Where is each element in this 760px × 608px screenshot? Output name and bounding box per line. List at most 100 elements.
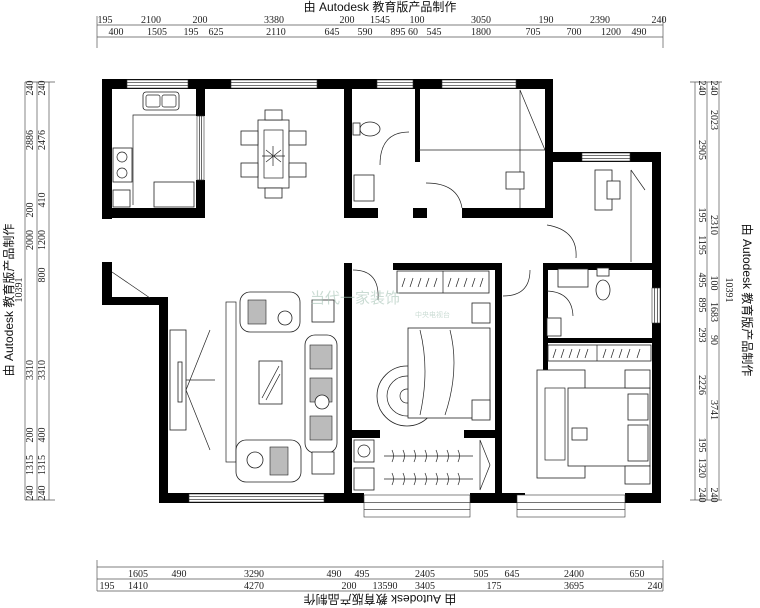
living-room <box>111 271 338 483</box>
wall <box>413 208 427 218</box>
dimension-label: 2226 <box>696 375 707 395</box>
dimension-label: 240 <box>37 486 48 501</box>
dimension-label: 490 <box>172 569 187 580</box>
dimension-label: 200 <box>25 428 36 443</box>
dimension-label: 650 <box>630 569 645 580</box>
dimension-label: 505 <box>474 569 489 580</box>
window <box>376 79 414 89</box>
refrigerator <box>153 181 195 208</box>
dimension-label: 545 <box>427 27 442 38</box>
dimension-label: 4270 <box>244 581 264 592</box>
nightstand <box>471 399 491 421</box>
dimension-label: 2110 <box>266 27 286 38</box>
dimension-label: 1320 <box>696 458 707 478</box>
wall <box>102 79 553 89</box>
dimension-label: 800 <box>37 268 48 283</box>
dimension-label: 3405 <box>415 581 435 592</box>
dimension-label: 2886 <box>25 130 36 150</box>
dimension-label: 705 <box>526 27 541 38</box>
door-arc <box>379 131 410 166</box>
dimension-total: 13590 <box>373 581 398 592</box>
dimension-label: 240 <box>708 488 719 503</box>
dimension-label: 1200 <box>37 230 48 250</box>
dimension-label: 645 <box>325 27 340 38</box>
dimension-label: 2023 <box>708 110 719 130</box>
dimension-label: 195 <box>184 27 199 38</box>
dimension-label: 195 <box>696 438 707 453</box>
dimension-label: 3695 <box>564 581 584 592</box>
door-arc <box>502 269 531 297</box>
wall <box>102 297 168 305</box>
walls <box>102 79 661 503</box>
wall <box>543 263 548 376</box>
dimension-label: 100 <box>708 276 719 291</box>
dimension-label: 200 <box>25 203 36 218</box>
dimension-label: 175 <box>487 581 502 592</box>
stove-icon <box>112 147 133 183</box>
wall <box>344 493 364 503</box>
dimension-label: 1200 <box>601 27 621 38</box>
dimension-label: 190 <box>539 15 554 26</box>
dimension-label: 400 <box>109 27 124 38</box>
wall <box>415 79 420 162</box>
dimension-label: 2000 <box>25 230 36 250</box>
window <box>581 152 631 162</box>
dimension-label: 200 <box>193 15 208 26</box>
dimension-label: 293 <box>696 328 707 343</box>
dimension-label: 1800 <box>471 27 491 38</box>
toilet-icon <box>359 121 381 137</box>
dimension-label: 240 <box>708 81 719 96</box>
wall <box>344 208 378 218</box>
rug <box>225 301 237 463</box>
washing-machine <box>353 439 375 463</box>
window <box>188 493 325 503</box>
wall <box>652 152 661 503</box>
dining-table <box>240 109 307 199</box>
dimension-label: 1605 <box>128 569 148 580</box>
person-figure <box>246 451 264 469</box>
dimension-label: 240 <box>25 486 36 501</box>
wall <box>102 79 112 219</box>
door-arc <box>425 182 463 209</box>
dimension-label: 240 <box>696 488 707 503</box>
door-arc <box>546 290 574 317</box>
wall <box>495 263 502 503</box>
wall <box>545 79 553 218</box>
wardrobe <box>547 344 652 362</box>
window <box>651 287 661 324</box>
dimension-label: 2905 <box>696 140 707 160</box>
wall <box>196 180 205 218</box>
dimension-label: 240 <box>648 581 663 592</box>
dimension-label: 3050 <box>471 15 491 26</box>
nightstand <box>624 369 651 389</box>
wall <box>352 430 380 438</box>
dimension-label: 3290 <box>244 569 264 580</box>
kitchen-sink <box>142 91 180 111</box>
window <box>230 79 318 89</box>
dimension-label: 195 <box>98 15 113 26</box>
dimension-label: 1545 <box>370 15 390 26</box>
wall <box>462 208 553 218</box>
watermark-logo: 当代一家装饰 中央电视台 <box>310 289 450 319</box>
bathroom-1 <box>352 121 410 202</box>
title-right: 由 Autodesk 教育版产品制作 <box>740 224 755 377</box>
dimension-label: 200 <box>342 581 357 592</box>
watermark-brand: 当代一家装饰 <box>310 289 400 307</box>
dimension-label: 3741 <box>708 400 719 420</box>
dimension-label: 645 <box>505 569 520 580</box>
dimension-label: 195 <box>696 208 707 223</box>
bathroom-2 <box>546 267 611 337</box>
dimension-label: 60 <box>408 27 418 38</box>
sofa-bottom <box>235 439 302 483</box>
wall <box>464 430 495 438</box>
wall <box>543 338 661 343</box>
window <box>196 115 205 181</box>
wall <box>393 263 502 270</box>
windows <box>126 79 661 518</box>
dimension-label: 895 <box>696 298 707 313</box>
window <box>441 79 517 89</box>
dimension-label: 490 <box>632 27 647 38</box>
window <box>363 494 471 518</box>
dimension-label: 1505 <box>147 27 167 38</box>
dimension-label: 200 <box>340 15 355 26</box>
